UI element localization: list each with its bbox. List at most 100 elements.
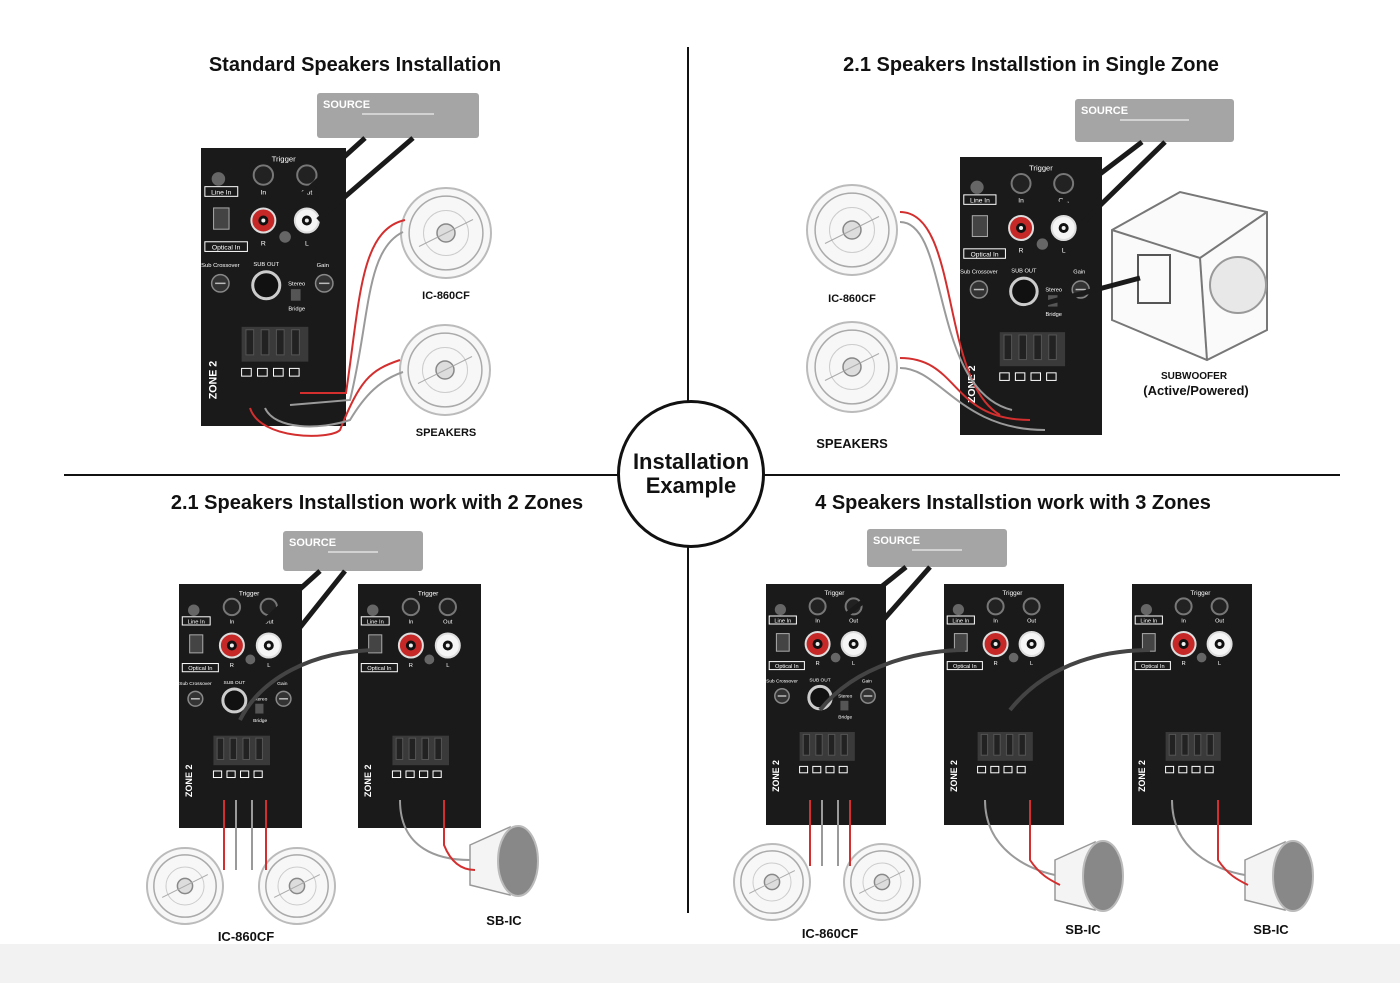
gray-wire xyxy=(899,221,1013,411)
amp-text: ZONE 2 xyxy=(949,760,959,792)
gray-wire xyxy=(399,799,471,861)
installation-example-badge: Installation Example xyxy=(617,400,765,548)
amp-text: Line In xyxy=(952,618,969,624)
amp-text: R xyxy=(816,661,820,667)
speaker-cone xyxy=(829,344,875,390)
sb-ic-grille xyxy=(1082,840,1124,912)
ceiling-speaker xyxy=(258,847,336,925)
subwoofer xyxy=(1111,190,1268,362)
amp-text: Line In xyxy=(970,197,990,204)
terminal xyxy=(840,733,848,756)
label-ic-860cf: IC-860CF xyxy=(422,290,470,302)
rca-pin xyxy=(445,643,450,648)
rca-pin xyxy=(304,218,309,223)
optical-in-box xyxy=(768,661,805,671)
amp-text: Stereo xyxy=(838,694,852,700)
amp-text: Bridge xyxy=(1046,312,1062,318)
badge-line-2: Example xyxy=(645,473,737,498)
source-label: SOURCE xyxy=(1081,105,1128,117)
trigger-in xyxy=(808,597,827,616)
optical-in-box xyxy=(946,661,983,671)
speaker-grille xyxy=(153,854,217,918)
screw xyxy=(1008,652,1019,663)
bottom-bar xyxy=(0,944,1400,983)
amp-text: Line In xyxy=(188,619,205,625)
terminal-label-box xyxy=(1030,372,1041,381)
line-in-box xyxy=(946,615,975,625)
amp-text: Gain xyxy=(862,678,872,684)
label-ic-860cf: IC-860CF xyxy=(801,926,859,941)
terminal xyxy=(1033,334,1042,361)
amp-text: Trigger xyxy=(272,155,297,164)
horizontal-divider-right xyxy=(762,474,1340,476)
trigger-out xyxy=(1053,173,1075,194)
terminal xyxy=(216,737,225,760)
subwoofer-edge xyxy=(1199,257,1208,361)
source-label: SOURCE xyxy=(873,535,920,547)
gray-wire xyxy=(264,371,404,428)
sb-ic-speaker xyxy=(1244,840,1314,912)
ceiling-speaker xyxy=(843,843,921,921)
red-wire xyxy=(1029,800,1061,886)
red-wire xyxy=(899,357,1031,421)
ceiling-speaker xyxy=(806,184,898,276)
rca-pin xyxy=(229,643,234,648)
amp-text: Gain xyxy=(1073,269,1085,275)
input-switch xyxy=(775,633,790,652)
amp-text: R xyxy=(409,663,413,669)
terminal-label-box xyxy=(226,770,236,779)
sub-out-jack xyxy=(251,270,282,301)
terminal-label-box xyxy=(240,770,250,779)
gray-wire xyxy=(818,648,966,712)
source-rect xyxy=(317,93,479,138)
terminal xyxy=(1048,334,1057,361)
speaker-grille xyxy=(814,192,890,268)
amp-text: Bridge xyxy=(253,718,267,724)
terminal-label-box xyxy=(391,770,402,779)
amp-text: L xyxy=(305,241,309,248)
amp-text: Out xyxy=(264,619,274,625)
terminal-label-box xyxy=(1191,765,1201,774)
terminal xyxy=(395,737,404,760)
amp-text: L xyxy=(1218,661,1221,667)
terminal xyxy=(229,737,238,760)
speaker-bridge xyxy=(418,219,474,247)
rca-cable xyxy=(1019,275,1141,313)
amp-text: Gain xyxy=(317,263,329,269)
terminal xyxy=(255,737,263,760)
terminal xyxy=(291,329,300,356)
label-sb-ic: SB-IC xyxy=(1253,922,1289,937)
speaker-grille xyxy=(850,850,914,914)
speaker-bridge xyxy=(417,356,473,384)
terminal-label-box xyxy=(799,765,809,774)
ceiling-speaker xyxy=(399,324,491,416)
amp-text: Stereo xyxy=(253,696,268,702)
amp-text: Line In xyxy=(1140,618,1157,624)
speaker-bridge xyxy=(161,874,209,898)
rca-pin xyxy=(815,642,820,646)
trigger-in xyxy=(401,597,421,617)
rca-pin xyxy=(1181,642,1186,646)
sb-ic-grille xyxy=(1272,840,1314,912)
source-box: SOURCE xyxy=(283,531,423,571)
badge-line-1: Installation xyxy=(632,449,750,474)
rca-pin xyxy=(261,218,266,223)
terminal xyxy=(260,329,270,356)
terminal xyxy=(980,733,989,756)
amp-text: Trigger xyxy=(824,590,845,597)
source-box: SOURCE xyxy=(1075,99,1234,142)
trigger-in xyxy=(1010,173,1032,194)
amp-text: R xyxy=(230,663,234,669)
terminal-label-box xyxy=(977,765,987,774)
sb-ic-speaker xyxy=(1054,840,1124,912)
rca-cable xyxy=(1048,140,1144,214)
amp-text: Out xyxy=(1215,618,1224,624)
terminal xyxy=(1003,334,1013,361)
input-switch xyxy=(189,634,204,654)
screw xyxy=(830,652,841,663)
line-in-box xyxy=(204,186,239,197)
amp-text: Line In xyxy=(367,619,384,625)
speaker-grille xyxy=(407,332,483,408)
